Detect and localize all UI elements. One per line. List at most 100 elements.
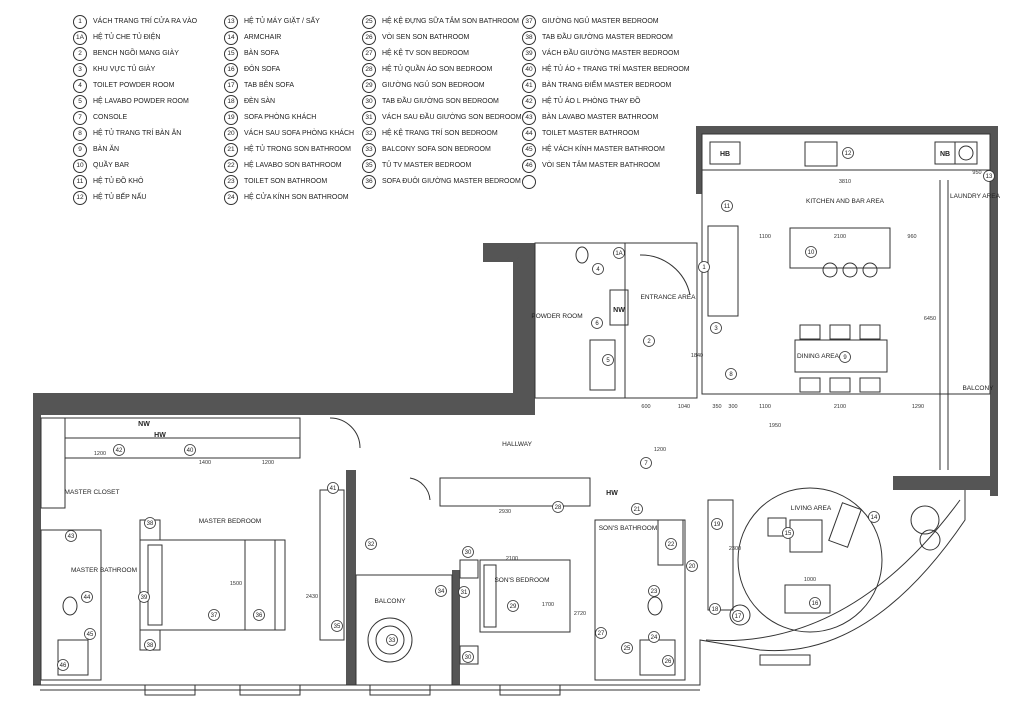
- marker: 3: [710, 322, 722, 334]
- window: [759, 654, 811, 666]
- door-swing: [409, 477, 431, 501]
- marker: 6: [591, 317, 603, 329]
- dim-label: 2720: [574, 611, 586, 617]
- dining-chair: [829, 377, 851, 393]
- svg-text:38: 38: [147, 521, 154, 527]
- marker: 36: [253, 609, 265, 621]
- room-label-sons-bathroom: SON'S BATHROOM: [599, 525, 658, 532]
- tag-nw-master: NW: [138, 421, 150, 428]
- marker: 29: [507, 600, 519, 612]
- marker: 44: [81, 591, 93, 603]
- son-bed-pillow: [483, 564, 497, 628]
- bar-stool: [822, 262, 838, 278]
- wall-balcony-south: [893, 476, 998, 490]
- dim-label: 1200: [654, 447, 666, 453]
- window: [239, 684, 301, 696]
- master-toilet: [62, 596, 78, 616]
- dim-label: 300: [728, 404, 737, 410]
- svg-text:1A: 1A: [615, 251, 622, 257]
- svg-text:36: 36: [256, 613, 263, 619]
- dim-label: 2930: [499, 509, 511, 515]
- balcony-sofa: [367, 617, 413, 663]
- room-label-hallway: HALLWAY: [502, 441, 533, 448]
- room-label-laundry: LAUNDRY AREA: [950, 193, 1001, 200]
- door-swing: [329, 417, 361, 449]
- svg-text:11: 11: [724, 204, 731, 210]
- wall-east: [990, 126, 998, 496]
- marker: 33: [386, 634, 398, 646]
- bar-stool: [842, 262, 858, 278]
- svg-text:18: 18: [712, 607, 719, 613]
- closet: [40, 417, 66, 509]
- plant: [919, 529, 941, 551]
- dim-label: 2430: [306, 594, 318, 600]
- svg-text:33: 33: [389, 638, 396, 644]
- svg-text:2: 2: [647, 339, 651, 345]
- marker: 2: [643, 335, 655, 347]
- shower: [57, 639, 89, 676]
- dim-label: 1100: [759, 404, 771, 410]
- dim-label: 350: [712, 404, 721, 410]
- marker: 17: [732, 610, 744, 622]
- tag-hw-master: HW: [154, 432, 166, 439]
- svg-text:15: 15: [785, 531, 792, 537]
- window: [144, 684, 196, 696]
- svg-text:32: 32: [368, 542, 375, 548]
- marker: 22: [665, 538, 677, 550]
- marker: 30: [462, 651, 474, 663]
- powder-lavabo: [589, 339, 616, 391]
- tag-hw-son: HW: [606, 490, 618, 497]
- marker: 37: [208, 609, 220, 621]
- dim-label: 1700: [542, 602, 554, 608]
- marker: 34: [435, 585, 447, 597]
- window: [499, 684, 561, 696]
- dim-label: 1500: [230, 581, 242, 587]
- marker: 43: [65, 530, 77, 542]
- room-label-balcony-son: BALCONY: [374, 598, 406, 605]
- marker: 7: [640, 457, 652, 469]
- dim-label: 1950: [769, 423, 781, 429]
- nw-cabinet: [609, 289, 629, 326]
- dim-label: 2300: [729, 546, 741, 552]
- svg-text:35: 35: [334, 624, 341, 630]
- marker: 1: [698, 261, 710, 273]
- tag-nb: NB: [940, 151, 950, 158]
- svg-text:37: 37: [211, 613, 218, 619]
- son-bathroom-outline: [594, 519, 686, 681]
- marker: 4: [592, 263, 604, 275]
- room-label-balcony-east: BALCONY: [962, 385, 994, 392]
- marker: 42: [113, 444, 125, 456]
- svg-text:41: 41: [330, 486, 337, 492]
- dim-label: 2100: [834, 234, 846, 240]
- svg-text:29: 29: [510, 604, 517, 610]
- plant: [910, 505, 940, 535]
- svg-text:21: 21: [634, 507, 641, 513]
- svg-text:28: 28: [555, 505, 562, 511]
- svg-text:20: 20: [689, 564, 696, 570]
- wall-stub: [483, 243, 535, 262]
- marker: 30: [462, 546, 474, 558]
- marker: 40: [184, 444, 196, 456]
- bed-end-sofa: [244, 539, 276, 631]
- room-label-living: LIVING AREA: [791, 505, 832, 512]
- dim-label: 1200: [94, 451, 106, 457]
- tv-cabinet: [319, 489, 345, 641]
- svg-text:26: 26: [665, 659, 672, 665]
- svg-text:4: 4: [596, 267, 600, 273]
- marker: 26: [662, 655, 674, 667]
- marker: 25: [621, 642, 633, 654]
